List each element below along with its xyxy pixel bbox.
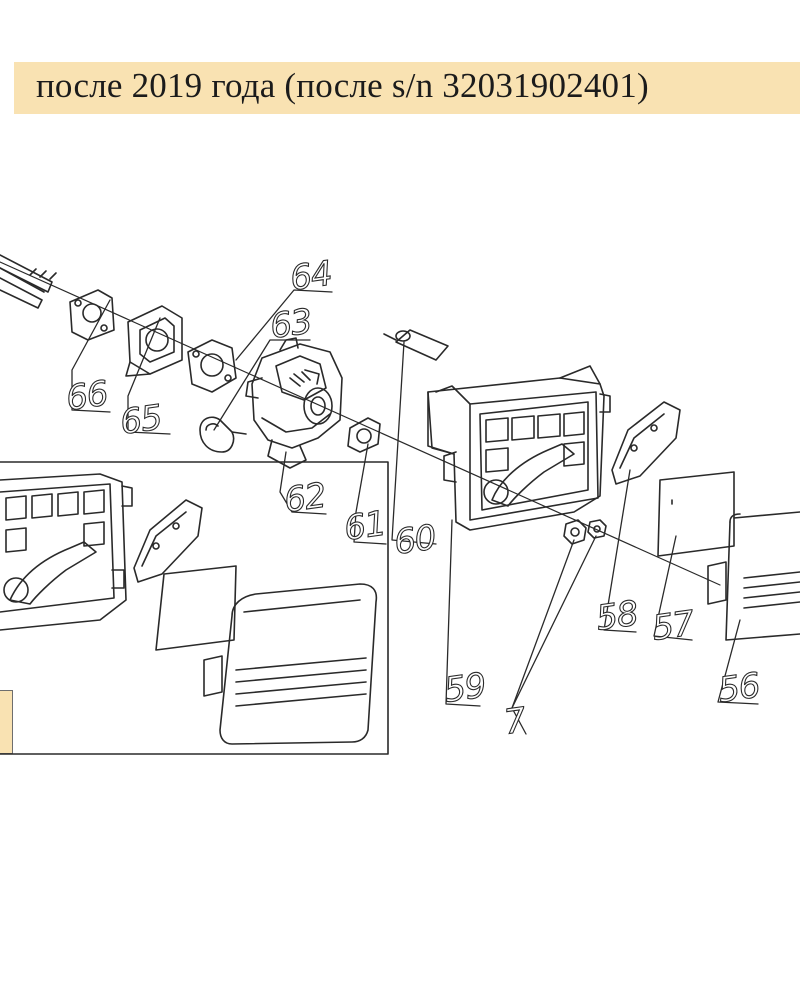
part-61-gasket [347,417,381,453]
callout-62: 62 [282,476,328,521]
part-66-gasket [69,289,115,341]
header-banner: после 2019 года (после s/n 32031902401) [14,62,800,114]
part-62-carburetor [245,337,343,469]
callout-57: 57 [650,603,698,649]
leader-62 [279,451,327,515]
part-58-bracket [611,401,681,485]
callout-66: 66 [64,374,111,419]
callout-61: 61 [342,504,388,549]
leader-59 [445,519,481,707]
callout-60: 60 [392,518,438,563]
leader-66 [71,299,111,413]
leader-64 [235,289,333,361]
leader-56 [717,619,759,705]
callout-7: 7 [502,700,529,743]
callout-58: 58 [594,594,641,639]
part-57-filter-element [657,471,735,557]
inset-alternate-version [0,461,389,755]
callout-59: 59 [442,666,488,711]
part-65-insulator [125,305,183,377]
callout-labels: 66 65 64 63 62 61 60 59 7 58 57 56 [63,253,763,743]
part-56-cover [707,511,800,641]
stud-bolts [0,254,57,309]
callout-64: 64 [288,254,334,299]
leader-7b [511,535,597,709]
part-7-nuts [563,519,607,545]
part-60-tube [383,329,449,361]
leader-61 [353,443,387,545]
part-63-fitting [199,416,247,453]
callout-63: 63 [268,302,314,347]
leader-63 [213,339,311,431]
leader-60 [391,341,437,545]
part-59-filter-base [427,365,611,531]
leader-58 [603,469,637,633]
callout-65: 65 [118,398,164,443]
leader-57 [653,535,693,641]
header-title: после 2019 года (после s/n 32031902401) [36,66,649,105]
part-64-gasket [187,339,237,393]
leader-lines [71,289,759,735]
callout-56: 56 [716,666,763,711]
leader-65 [127,317,171,435]
